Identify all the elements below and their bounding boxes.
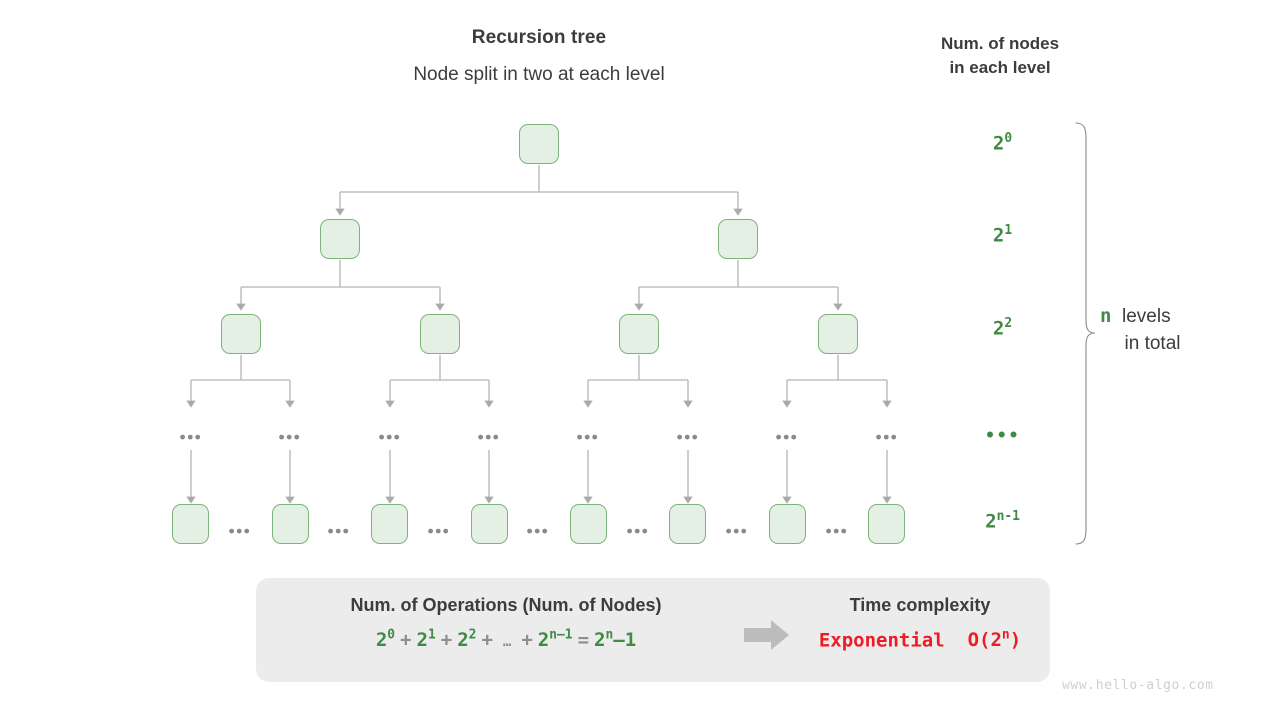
level-count-base: 2 [992,132,1005,155]
formula-operator: + [521,629,533,652]
levels-n-symbol: n [1100,305,1112,327]
summary-panel [256,578,1050,682]
tree-node [619,314,659,354]
formula-result: 2n–1 [594,628,637,652]
tree-node [172,504,209,544]
nodes-column-header-line1: Num. of nodes [940,34,1060,53]
tree-ellipsis: ••• [676,427,700,447]
tree-node [272,504,309,544]
tree-ellipsis: ••• [278,427,302,447]
level-count-label-2: 22 [955,316,1050,339]
tree-ellipsis: ••• [427,521,451,541]
formula-operator: + [400,629,412,652]
tree-ellipsis: ••• [228,521,252,541]
complexity-value: Exponential O(2n) [790,628,1050,651]
tree-ellipsis: ••• [526,521,550,541]
level-count-exponent: n-1 [996,509,1020,524]
page-subtitle: Node split in two at each level [413,64,665,85]
formula-operator: + [481,629,493,652]
complexity-notation: O(2n) [967,628,1022,652]
tree-node [221,314,261,354]
operations-formula: 20+21+22+…+2n–1=2n–1 [256,628,756,651]
tree-ellipsis: ••• [725,521,749,541]
level-count-base: 2 [992,317,1005,340]
complexity-section: Time complexity Exponential O(2n) [790,595,1050,651]
formula-ellipsis: … [502,634,512,651]
tree-ellipsis: ••• [179,427,203,447]
tree-node [669,504,706,544]
tree-ellipsis: ••• [378,427,402,447]
level-count-exponent: 2 [1004,316,1013,331]
formula-equals: = [577,629,590,652]
formula-term-2: 22 [457,628,477,652]
tree-ellipsis: ••• [825,521,849,541]
formula-term-0: 20 [375,628,396,652]
tree-node [769,504,806,544]
nodes-column-header: Num. of nodes in each level [900,32,1100,80]
tree-node [718,219,758,259]
complexity-heading: Time complexity [849,595,991,615]
formula-term-1: 21 [416,628,436,652]
level-count-base: 2 [985,510,997,533]
nodes-column-header-line2: in each level [949,58,1051,77]
tree-ellipsis: ••• [626,521,650,541]
operations-section: Num. of Operations (Num. of Nodes) 20+21… [256,595,756,651]
tree-ellipsis: ••• [775,427,799,447]
tree-ellipsis: ••• [477,427,501,447]
arrow-right-icon [744,618,792,657]
tree-node [471,504,508,544]
levels-in-total: in total [1124,333,1181,354]
page-title: Recursion tree [471,27,607,48]
tree-node [320,219,360,259]
tree-node [371,504,408,544]
level-count-exponent: 1 [1004,223,1013,238]
level-count-label-0: 20 [955,131,1050,154]
level-count-exponent: 0 [1004,131,1013,146]
operations-heading: Num. of Operations (Num. of Nodes) [350,595,662,615]
watermark: www.hello-algo.com [1062,678,1214,693]
tree-node [420,314,460,354]
tree-node [818,314,858,354]
formula-term-last: 2n–1 [537,628,573,652]
levels-brace [1075,122,1096,545]
tree-node [519,124,559,164]
tree-ellipsis: ••• [576,427,600,447]
level-count-label-1: 21 [955,223,1050,246]
tree-ellipsis: ••• [875,427,899,447]
formula-operator: + [440,629,453,652]
tree-node [570,504,607,544]
tree-node [868,504,905,544]
levels-word: levels [1122,306,1171,327]
tree-ellipsis: ••• [327,521,351,541]
level-count-label-last: 2n-1 [955,509,1050,532]
level-count-base: 2 [992,224,1005,247]
complexity-name: Exponential [818,629,945,652]
total-levels-label: n levels in total [1100,303,1250,357]
level-count-ellipsis: ••• [984,426,1021,446]
